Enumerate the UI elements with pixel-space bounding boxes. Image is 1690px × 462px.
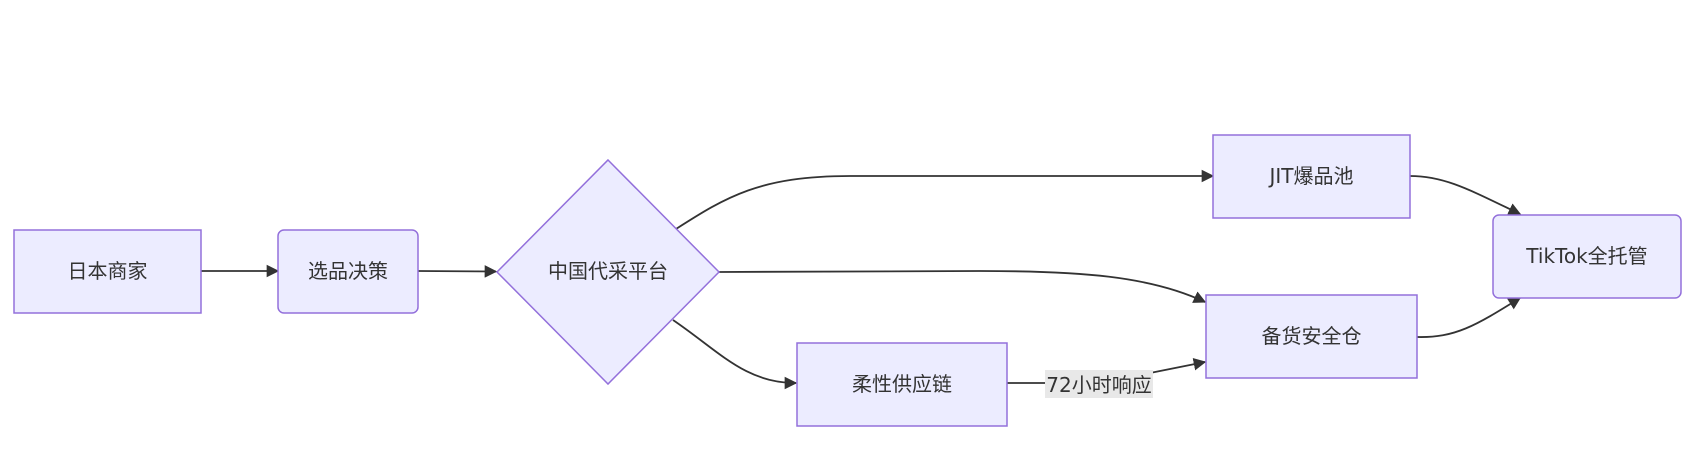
edge-flexible-to-safety <box>1007 362 1205 384</box>
edge-label-72h: 72小时响应 <box>1046 373 1151 397</box>
node-selection[interactable]: 选品决策 <box>277 229 419 314</box>
node-tiktok[interactable]: TikTok全托管 <box>1492 214 1682 299</box>
node-platform-label: 中国代采平台 <box>548 259 668 283</box>
node-jit-pool[interactable]: JIT爆品池 <box>1212 134 1411 219</box>
edge-jit-to-tiktok <box>1409 175 1522 215</box>
edge-selection-to-platform <box>417 265 498 278</box>
node-merchant-label: 日本商家 <box>68 259 148 283</box>
node-platform[interactable]: 中国代采平台 <box>495 158 721 386</box>
node-flexible-chain[interactable]: 柔性供应链 <box>796 342 1008 427</box>
node-merchant[interactable]: 日本商家 <box>13 229 202 314</box>
edge-safety-to-tiktok <box>1416 297 1522 338</box>
edge-label-background <box>1045 370 1153 398</box>
node-tiktok-label: TikTok全托管 <box>1525 244 1647 268</box>
edge-platform-to-jit <box>675 169 1215 230</box>
edge-platform-to-safety <box>718 270 1207 303</box>
node-jit-pool-label: JIT爆品池 <box>1267 164 1353 188</box>
node-flexible-chain-label: 柔性供应链 <box>852 372 952 396</box>
node-safety-stock[interactable]: 备货安全仓 <box>1205 294 1418 379</box>
node-selection-label: 选品决策 <box>308 259 388 283</box>
edge-platform-to-flexible <box>672 319 798 390</box>
node-safety-stock-label: 备货安全仓 <box>1262 324 1362 348</box>
